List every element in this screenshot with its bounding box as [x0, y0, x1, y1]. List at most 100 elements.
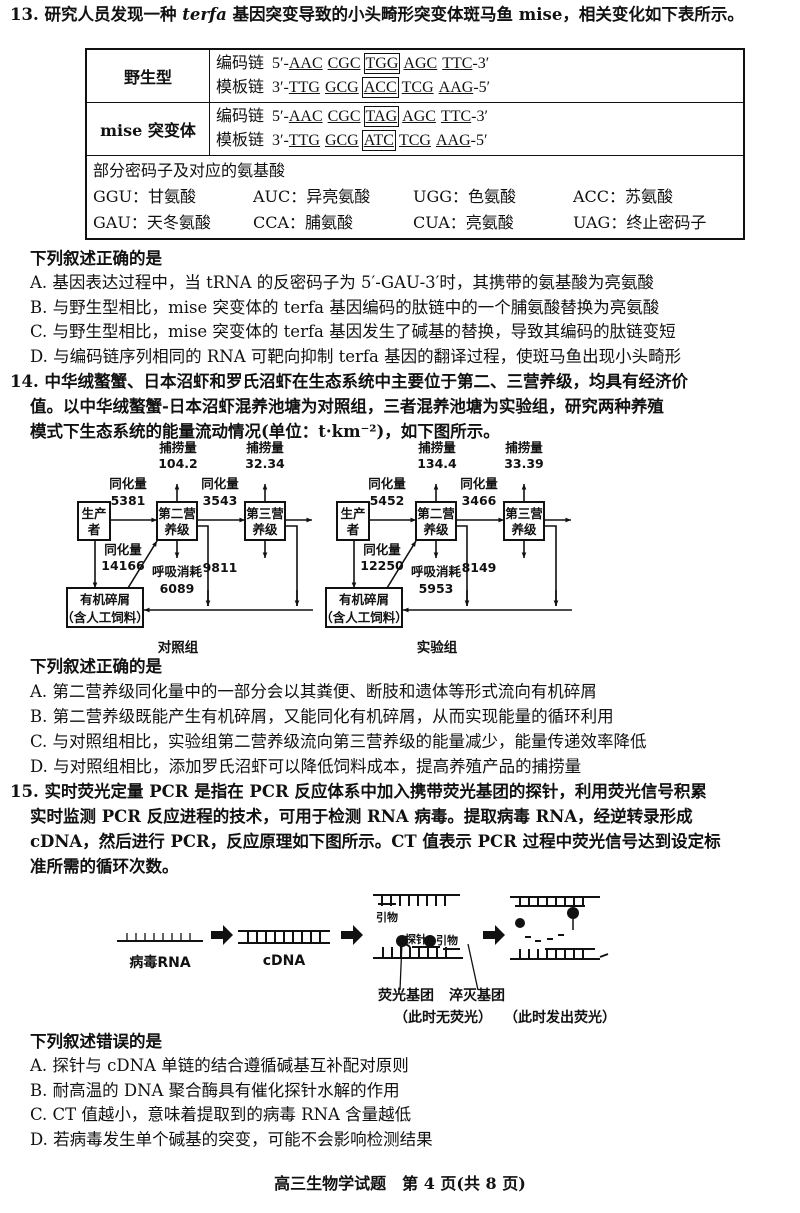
pcr-top-strand: [373, 894, 460, 906]
q14-option-c: C. 与对照组相比，实验组第二营养级流向第三营养级的能量减少，能量传递效率降低: [30, 732, 647, 751]
q15-stem-4: 准所需的循环次数。: [30, 857, 179, 876]
assimilation-label: 同化量: [201, 476, 239, 491]
detritus-box: [66, 587, 144, 628]
svg-text:荧光基团: 荧光基团: [378, 987, 434, 1004]
respiration-label: 呼吸消耗: [152, 564, 203, 579]
detritus-flow-value: 8149: [462, 560, 497, 575]
catch-value: 134.4: [417, 456, 457, 471]
assimilation-value: 3543: [203, 493, 238, 508]
assimilation-label: 同化量: [109, 476, 147, 491]
catch-value: 32.34: [245, 456, 285, 471]
third-level-label: 养级: [510, 522, 537, 537]
respiration-value: 5953: [419, 581, 454, 596]
producer-label: 者: [346, 522, 360, 537]
pcr-bottom-strand: [373, 943, 463, 959]
catch-value: 33.39: [504, 456, 544, 471]
q15-option-d: D. 若病毒发生单个碱基的突变，可能不会影响检测结果: [30, 1130, 433, 1149]
q14-stem-3: 模式下生态系统的能量流动情况(单位：t·km⁻²)，如下图所示。: [30, 422, 500, 441]
cdna-strand: [238, 930, 330, 944]
svg-text:（此时无荧光）: （此时无荧光）: [394, 1009, 492, 1026]
catch-label: 捕捞量: [505, 440, 543, 455]
svg-text:探针: 探针: [405, 932, 427, 946]
catch-value: 104.2: [158, 456, 198, 471]
q13-option-b: B. 与野生型相比，mise 突变体的 terfa 基因编码的肽链中的一个脯氨酸…: [30, 298, 660, 317]
producer-label: 生产: [340, 506, 365, 521]
q15-prompt: 下列叙述错误的是: [30, 1032, 162, 1051]
assimilation-label: 同化量: [104, 542, 142, 557]
producer-box: [336, 501, 370, 541]
assimilation-label: 同化量: [363, 542, 401, 557]
respiration-value: 6089: [160, 581, 195, 596]
catch-label: 捕捞量: [418, 440, 456, 455]
svg-text:引物: 引物: [376, 910, 398, 924]
detritus-flow-value: 9811: [203, 560, 238, 575]
fluorophore-icon: [515, 918, 525, 928]
svg-text:淬灭基团: 淬灭基团: [449, 987, 505, 1004]
energy-flow-control: 生产者第二营养级第三营养级有机碎屑（含人工饲料）捕捞量104.2捕捞量32.34…: [61, 440, 313, 656]
arrow-right-icon: [211, 925, 233, 945]
detritus-label: （含人工饲料）: [320, 610, 408, 625]
third-level-label: 第三营: [505, 506, 543, 521]
arrow-right-icon: [341, 925, 363, 945]
q14-option-a: A. 第二营养级同化量中的一部分会以其粪便、断肢和遗体等形式流向有机碎屑: [30, 682, 597, 701]
assimilation-label: 同化量: [460, 476, 498, 491]
respiration-label: 呼吸消耗: [411, 564, 462, 579]
page-footer: 高三生物学试题 第 4 页(共 8 页): [274, 1174, 526, 1193]
fluorophore-icon: [396, 935, 408, 947]
assimilation-label: 同化量: [368, 476, 406, 491]
arrow-right-icon: [483, 925, 505, 945]
svg-text:引物: 引物: [436, 933, 458, 947]
detritus-label: 有机碎屑: [80, 592, 130, 607]
second-level-label: 第二营: [417, 506, 455, 521]
assimilation-value: 14166: [101, 558, 145, 573]
assimilation-value: 5381: [111, 493, 146, 508]
q15-stem-3: cDNA，然后进行 PCR，反应原理如下图所示。CT 值表示 PCR 过程中荧光…: [30, 832, 721, 851]
quencher-icon: [567, 907, 579, 919]
q13-option-c: C. 与野生型相比，mise 突变体的 terfa 基因发生了碱基的替换，导致其…: [30, 322, 676, 341]
svg-text:病毒RNA: 病毒RNA: [129, 954, 190, 971]
diagram-caption: 对照组: [158, 639, 199, 656]
second-level-label: 第二营: [158, 506, 196, 521]
svg-text:cDNA: cDNA: [263, 953, 306, 969]
producer-label: 者: [87, 522, 101, 537]
q13-prompt: 下列叙述正确的是: [30, 249, 162, 268]
quencher-icon: [424, 935, 436, 947]
assimilation-value: 3466: [462, 493, 497, 508]
energy-flow-experiment: 生产者第二营养级第三营养级有机碎屑（含人工饲料）捕捞量134.4捕捞量33.39…: [320, 440, 572, 656]
third-level-label: 养级: [251, 522, 278, 537]
q15-option-a: A. 探针与 cDNA 单链的结合遵循碱基互补配对原则: [30, 1056, 409, 1075]
assimilation-value: 12250: [360, 558, 404, 573]
producer-box: [77, 501, 111, 541]
row-type: mise 突变体: [85, 102, 210, 156]
detritus-box: [325, 587, 403, 628]
q13-option-a: A. 基因表达过程中，当 tRNA 的反密码子为 5′-GAU-3′时，其携带的…: [30, 273, 654, 292]
detritus-label: （含人工饲料）: [61, 610, 149, 625]
pcr-diagram: 病毒RNA cDNA 引物 探针 引物 荧光基团 淬灭基团 （此时无荧光） （此…: [117, 894, 616, 1026]
catch-label: 捕捞量: [246, 440, 284, 455]
second-level-label: 养级: [163, 522, 190, 537]
q13-stem: 13. 研究人员发现一种 terfa 基因突变导致的小头畸形突变体斑马鱼 mis…: [10, 5, 744, 24]
q14-stem-1: 14. 中华绒螯蟹、日本沼虾和罗氏沼虾在生态系统中主要位于第二、三营养级，均具有…: [10, 372, 688, 391]
q14-stem-2: 值。以中华绒螯蟹-日本沼虾混养池塘为对照组，三者混养池塘为实验组，研究两种养殖: [30, 397, 664, 416]
diagram-caption: 实验组: [417, 639, 458, 656]
arrow-icons: [211, 907, 579, 947]
row-type: 野生型: [85, 48, 210, 103]
q14-option-b: B. 第二营养级既能产生有机碎屑，又能同化有机碎屑，从而实现能量的循环利用: [30, 707, 614, 726]
third-level-label: 第三营: [246, 506, 284, 521]
producer-label: 生产: [81, 506, 106, 521]
q15-option-c: C. CT 值越小，意味着提取到的病毒 RNA 含量越低: [30, 1105, 412, 1124]
catch-label: 捕捞量: [159, 440, 197, 455]
q15-stem-2: 实时监测 PCR 反应进程的技术，可用于检测 RNA 病毒。提取病毒 RNA，经…: [30, 807, 693, 826]
q15-stem-1: 15. 实时荧光定量 PCR 是指在 PCR 反应体系中加入携带荧光基团的探针，…: [10, 782, 707, 801]
q14-prompt: 下列叙述正确的是: [30, 657, 162, 676]
q13-option-d: D. 与编码链序列相同的 RNA 可靶向抑制 terfa 基因的翻译过程，使斑马…: [30, 347, 682, 366]
q15-option-b: B. 耐高温的 DNA 聚合酶具有催化探针水解的作用: [30, 1081, 400, 1100]
second-level-label: 养级: [422, 522, 449, 537]
assimilation-value: 5452: [370, 493, 405, 508]
svg-text:（此时发出荧光）: （此时发出荧光）: [504, 1009, 616, 1026]
q14-option-d: D. 与对照组相比，添加罗氏沼虾可以降低饲料成本，提高养殖产品的捕捞量: [30, 757, 582, 776]
